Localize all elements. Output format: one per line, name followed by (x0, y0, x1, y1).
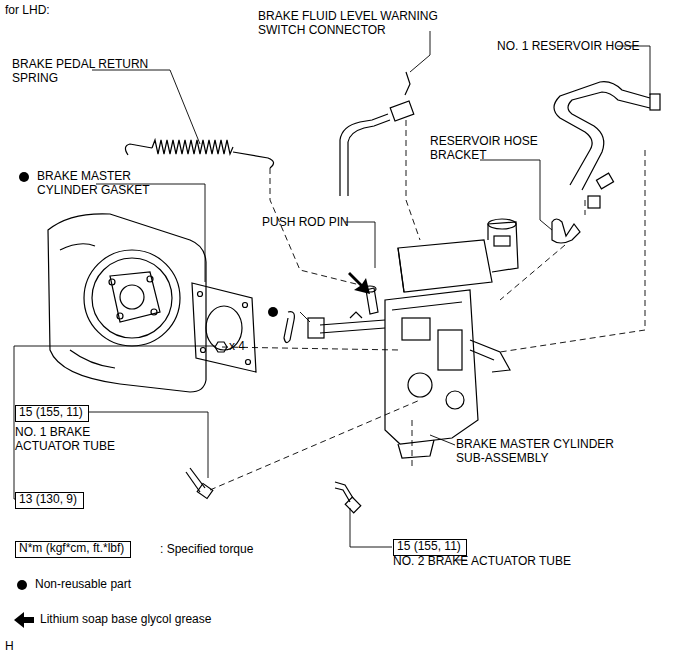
part-label: BRAKE MASTER CYLINDER SUB-ASSEMBLY (456, 438, 628, 466)
torque-value: 13 (130, 9) (19, 492, 77, 506)
torque-box: 13 (130, 9) (15, 492, 84, 509)
part-label: BRAKE PEDAL RETURN SPRING (12, 58, 162, 86)
part-label: NO. 1 BRAKE ACTUATOR TUBE (15, 426, 127, 454)
part-label: BRAKE MASTER CYLINDER GASKET (37, 170, 163, 198)
torque-value: 15 (155, 11) (19, 405, 83, 419)
legend-text: Lithium soap base glycol grease (40, 613, 211, 627)
part-label: x 4 (229, 340, 245, 354)
part-label: NO. 1 RESERVOIR HOSE (497, 40, 639, 54)
torque-value: N*m (kgf*cm, ft.*lbf) (19, 541, 124, 555)
legend-text: : Specified torque (160, 543, 253, 557)
part-label: BRAKE FLUID LEVEL WARNING SWITCH CONNECT… (258, 10, 470, 38)
torque-box: 15 (155, 11) (393, 539, 467, 556)
torque-box: 15 (155, 11) (15, 405, 89, 422)
part-label: RESERVOIR HOSE BRACKET (430, 135, 552, 163)
part-label: for LHD: (5, 4, 50, 18)
part-label: NO. 2 BRAKE ACTUATOR TUBE (393, 555, 571, 569)
torque-box: N*m (kgf*cm, ft.*lbf) (15, 541, 131, 558)
part-label: PUSH ROD PIN (262, 216, 349, 230)
legend-text: Non-reusable part (35, 578, 131, 592)
torque-value: 15 (155, 11) (397, 539, 461, 553)
part-label: H (5, 640, 14, 654)
